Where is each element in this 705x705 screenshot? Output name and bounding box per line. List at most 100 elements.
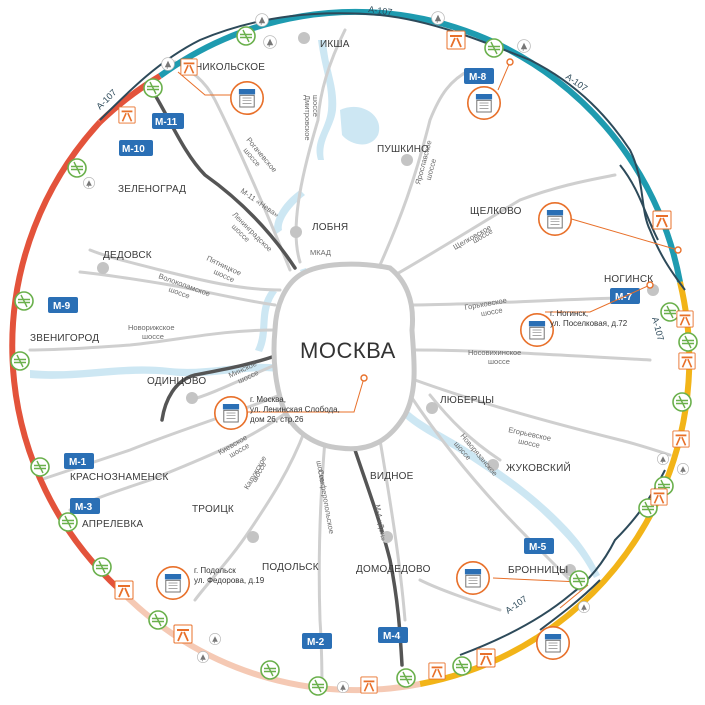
shield-m5: М-5 [524, 538, 554, 554]
city-aprelevka: АПРЕЛЕВКА [82, 519, 143, 530]
toll-point-icon[interactable] [114, 580, 134, 600]
city-podolsk: ПОДОЛЬСК [262, 562, 319, 573]
interchange-icon[interactable] [67, 158, 87, 178]
city-labels: ИКША НИКОЛЬСКОЕ ПУШКИНО ЗЕЛЕНОГРАД ЛОБНЯ… [30, 39, 653, 576]
toll-point-icon[interactable] [180, 58, 198, 76]
moscow-label: МОСКВА [300, 338, 396, 363]
shield-m1: М-1 [64, 453, 94, 469]
interchange-icon[interactable] [396, 668, 416, 688]
city-iksha: ИКША [320, 39, 350, 50]
road-m4-don: М-4 «Дон» [373, 504, 388, 542]
shield-m11: М-11 [152, 113, 184, 129]
a107-label-east: А-107 [650, 316, 666, 342]
city-vidnoe: ВИДНОЕ [370, 471, 414, 482]
city-nikolskoe: НИКОЛЬСКОЕ [195, 62, 265, 73]
svg-text:М-7: М-7 [615, 292, 633, 303]
interchange-icon[interactable] [143, 78, 163, 98]
poi-icon[interactable] [197, 651, 209, 663]
city-zelenograd: ЗЕЛЕНОГРАД [118, 184, 186, 195]
toll-point-icon[interactable] [476, 648, 496, 668]
svg-text:М-10: М-10 [122, 144, 145, 155]
interchange-icon[interactable] [452, 656, 472, 676]
poi-icon[interactable] [431, 11, 445, 25]
shield-m8: М-8 [464, 68, 494, 84]
mkad-ring [271, 261, 417, 452]
city-noginsk: НОГИНСК [604, 274, 653, 285]
shield-m10: М-10 [119, 140, 153, 156]
interchange-icon[interactable] [14, 291, 34, 311]
road-gorkovskoe: Горьковскоешоссе [464, 296, 509, 321]
poi-icon[interactable] [657, 453, 669, 465]
toll-point-icon[interactable] [650, 488, 668, 506]
poi-icon[interactable] [337, 681, 349, 693]
svg-text:М-5: М-5 [529, 542, 547, 553]
mkad-label: МКАД [310, 248, 331, 257]
interchange-icon[interactable] [236, 26, 256, 46]
city-lobnya: ЛОБНЯ [312, 222, 348, 233]
svg-text:М-11: М-11 [155, 117, 178, 128]
svg-text:М-3: М-3 [75, 502, 93, 513]
toll-point-icon[interactable] [173, 624, 193, 644]
regional-roads [28, 28, 672, 692]
road-leningradskoe: Ленинградскоешоссе [224, 210, 274, 260]
interchange-icon[interactable] [678, 332, 698, 352]
office-icon-schelkovo[interactable] [537, 201, 573, 237]
address-noginsk: г. Ногинск,ул. Поселковая, д.72 [550, 309, 628, 328]
interchange-icon[interactable] [260, 660, 280, 680]
city-pushkino: ПУШКИНО [377, 144, 429, 155]
interchange-icon[interactable] [660, 302, 680, 322]
toll-point-icon[interactable] [360, 676, 378, 694]
office-icon-southeast[interactable] [535, 625, 571, 661]
toll-point-icon[interactable] [676, 310, 694, 328]
city-lyubertsy: ЛЮБЕРЦЫ [440, 395, 494, 406]
office-icon-m8[interactable] [466, 85, 502, 121]
interchange-icon[interactable] [672, 392, 692, 412]
office-icon-noginsk[interactable] [519, 312, 555, 348]
toll-point-icon[interactable] [428, 662, 446, 680]
a107-label-north: А-107 [368, 4, 393, 17]
poi-icon[interactable] [209, 633, 221, 645]
svg-text:М-9: М-9 [53, 301, 71, 312]
road-kaluzhskoe: Калужскоешоссе [242, 454, 271, 492]
city-zvenigorod: ЗВЕНИГОРОД [30, 333, 99, 344]
poi-icon[interactable] [263, 35, 277, 49]
road-m11-neva: М-11 «Нева» [239, 186, 281, 219]
poi-icon[interactable] [83, 177, 95, 189]
interchange-icon[interactable] [148, 610, 168, 630]
office-icon-moscow[interactable] [213, 395, 249, 431]
svg-text:М-4: М-4 [383, 631, 401, 642]
interchange-icon[interactable] [92, 557, 112, 577]
svg-text:М-1: М-1 [69, 457, 87, 468]
highway-shields: М-8 М-11 М-10 М-7 М-9 М-1 М-3 М-5 М-2 М-… [48, 68, 640, 649]
address-labels: г. Ногинск,ул. Поселковая, д.72 г. Москв… [194, 309, 628, 585]
road-dmitrovskoe: Дмитровскоешоссе [303, 95, 320, 141]
poi-icon[interactable] [161, 57, 175, 71]
shield-m9: М-9 [48, 297, 78, 313]
toll-point-icon[interactable] [678, 352, 696, 370]
toll-point-icon[interactable] [652, 210, 672, 230]
poi-icon[interactable] [255, 13, 269, 27]
office-icon-podolsk[interactable] [155, 565, 191, 601]
poi-icon[interactable] [517, 39, 531, 53]
office-icon-bronnitsy[interactable] [455, 560, 491, 596]
interchange-icon[interactable] [569, 570, 589, 590]
poi-icon[interactable] [677, 463, 689, 475]
toll-point-icon[interactable] [118, 106, 136, 124]
interchange-icon[interactable] [30, 457, 50, 477]
interchange-icon[interactable] [308, 676, 328, 696]
office-icon-nikolskoe[interactable] [229, 80, 265, 116]
toll-point-icon[interactable] [672, 430, 690, 448]
svg-text:М-8: М-8 [469, 72, 487, 83]
interchange-icon[interactable] [58, 512, 78, 532]
city-odintsovo: ОДИНЦОВО [147, 376, 206, 387]
poi-icon[interactable] [578, 601, 590, 613]
city-domodedovo: ДОМОДЕДОВО [356, 564, 431, 575]
interchange-icon[interactable] [484, 38, 504, 58]
svg-text:М-2: М-2 [307, 637, 325, 648]
interchange-icon[interactable] [10, 351, 30, 371]
office-markers [155, 58, 682, 661]
toll-point-icon[interactable] [446, 30, 466, 50]
